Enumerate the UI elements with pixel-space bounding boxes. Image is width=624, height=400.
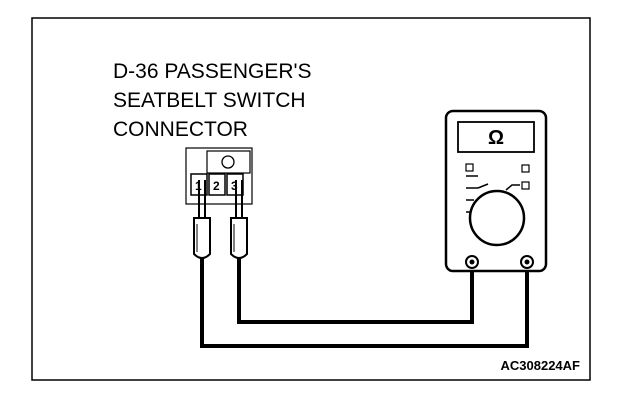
diagram-frame <box>31 17 591 381</box>
connector-latch-hole <box>221 155 235 169</box>
ohm-symbol: Ω <box>488 127 504 149</box>
test-probe-icon <box>193 180 211 259</box>
selector-dial <box>468 189 526 247</box>
pin-label-3: 3 <box>231 179 238 193</box>
lead-wire-pin-1 <box>200 258 529 348</box>
pin-label-2: 2 <box>213 179 220 193</box>
pin-cell-2 <box>208 173 226 196</box>
multimeter-display <box>457 121 535 153</box>
connector-title-line-3: CONNECTOR <box>113 118 248 141</box>
lead-wire-pin-3 <box>237 258 474 324</box>
connector-title-line-2: SEATBELT SWITCH <box>113 89 306 112</box>
test-probe-icon <box>230 180 248 259</box>
connector-title-line-1: D-36 PASSENGER'S <box>113 60 312 83</box>
figure-code: AC308224AF <box>501 358 581 373</box>
connector-title: D-36 PASSENGER'S SEATBELT SWITCH CONNECT… <box>113 60 312 141</box>
multimeter-icon: Ω <box>444 109 548 273</box>
